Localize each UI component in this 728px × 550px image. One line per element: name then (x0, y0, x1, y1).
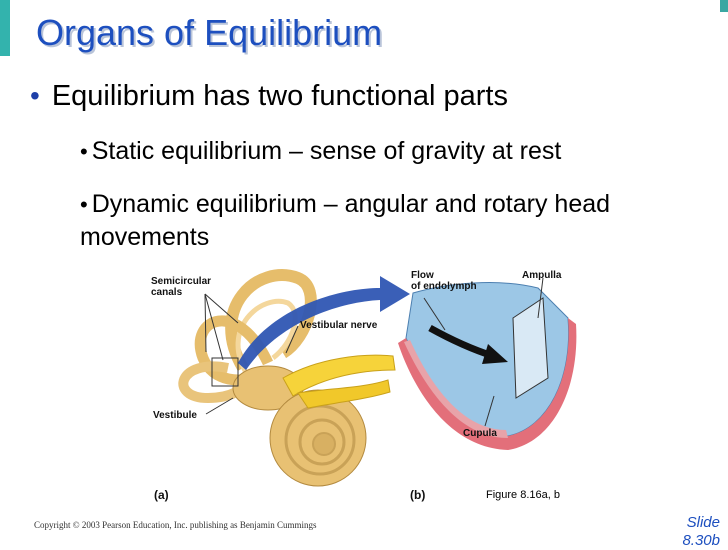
bullet-static-text: Static equilibrium – sense of gravity at… (91, 137, 562, 165)
label-semicircular-canals: Semicircular canals (151, 276, 211, 298)
copyright-notice: Copyright © 2003 Pearson Education, Inc.… (34, 520, 317, 530)
label-vestibule: Vestibule (153, 410, 197, 421)
figure-caption: Figure 8.16a, b (486, 489, 560, 501)
corner-accent (720, 0, 728, 12)
bullet-dynamic-text: Dynamic equilibrium – angular and rotary… (80, 190, 611, 251)
slide-number: Slide 8.30b (660, 514, 720, 550)
ampulla-drawing (398, 277, 577, 450)
label-ampulla: Ampulla (522, 270, 562, 281)
bullet-dynamic: •Dynamic equilibrium – angular and rotar… (80, 188, 700, 253)
label-semicircular-line1: Semicircular (151, 276, 212, 287)
label-flow-line1: Flow (411, 270, 434, 281)
left-accent-bar (0, 0, 10, 56)
inner-ear-illustration (178, 269, 577, 487)
bullet-dot-icon: • (30, 80, 40, 111)
bullet-dot-icon: • (80, 192, 88, 217)
transition-arrow (238, 276, 410, 370)
bullet-static: •Static equilibrium – sense of gravity a… (80, 137, 700, 166)
slide-title: Organs of Equilibrium (36, 12, 383, 53)
label-flow-endolymph: Flow of endolymph (411, 270, 477, 292)
labyrinth-drawing (178, 269, 396, 487)
bullet-main-text: Equilibrium has two functional parts (51, 80, 508, 112)
slide-number-label: Slide (686, 514, 720, 531)
panel-label-a: (a) (154, 488, 169, 502)
slide-number-value: 8.30b (682, 532, 720, 549)
label-flow-line2: of endolymph (411, 281, 477, 292)
bullet-dot-icon: • (80, 139, 88, 164)
label-semicircular-line2: canals (151, 287, 183, 298)
bullet-main: • Equilibrium has two functional parts (30, 80, 508, 113)
panel-label-b: (b) (410, 488, 426, 502)
label-cupula: Cupula (463, 428, 497, 439)
inner-ear-figure: Semicircular canals Vestibular nerve Ves… (148, 258, 588, 508)
label-vestibular-nerve: Vestibular nerve (300, 320, 378, 331)
